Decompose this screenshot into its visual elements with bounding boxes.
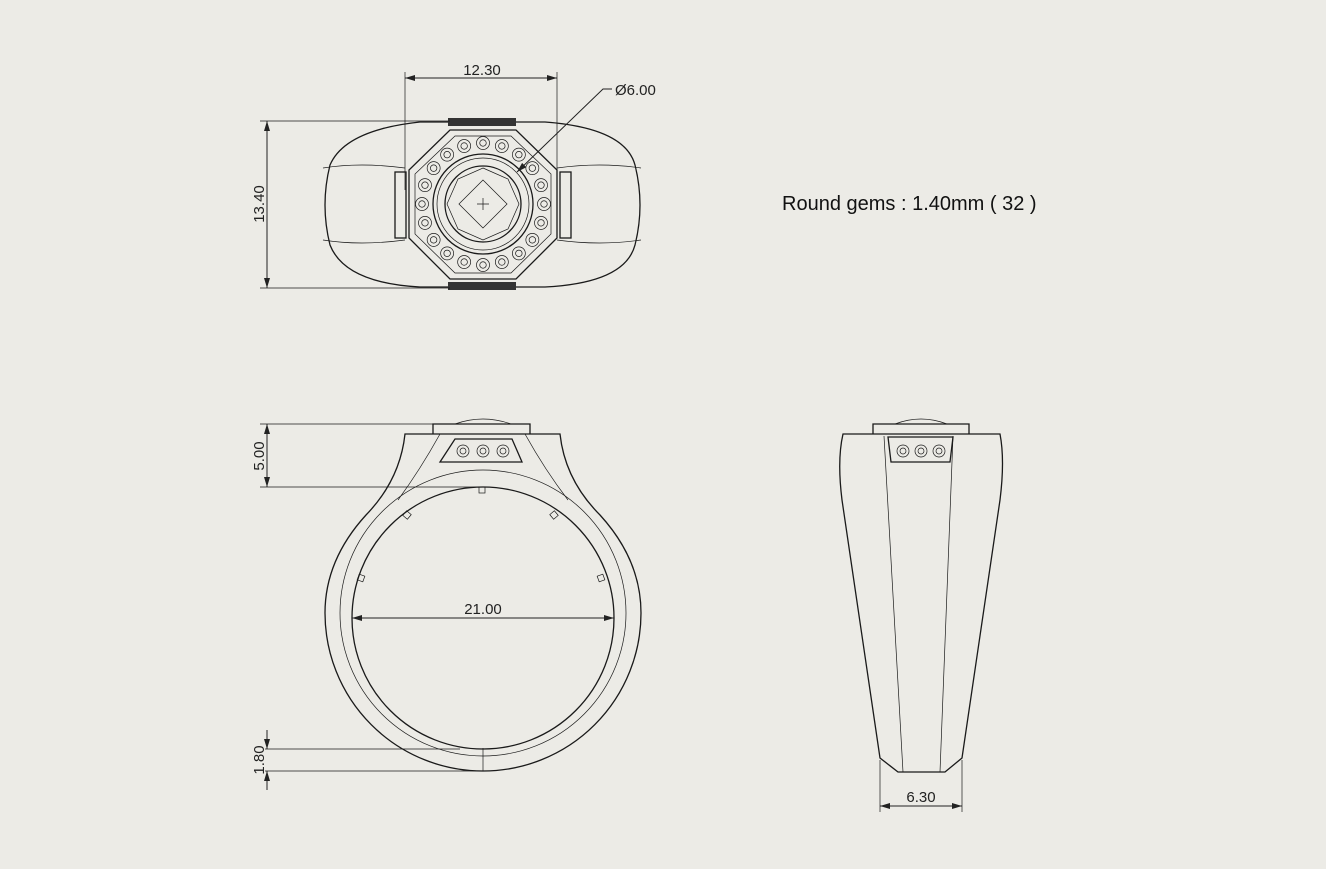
band-thickness-dimension: 1.80 (251, 745, 268, 774)
round-gem (512, 147, 526, 162)
bottom-gem-channel (448, 282, 516, 290)
bezel-circle (432, 153, 534, 255)
center-mark (477, 198, 489, 210)
round-gem (440, 147, 454, 162)
round-gem (496, 444, 510, 458)
stone-platform (872, 423, 970, 434)
round-gem (476, 258, 490, 272)
round-gem (457, 139, 471, 153)
round-gem (896, 444, 910, 458)
round-gem (456, 444, 470, 458)
round-gem (525, 233, 540, 247)
ring-body-outline (324, 121, 641, 288)
round-gem (418, 216, 432, 230)
side-gem-channel-right (559, 171, 572, 239)
octagon-bezel (408, 129, 558, 280)
height-dimension: 13.40 (251, 185, 268, 223)
inner-diameter-dimension: 21.00 (464, 601, 502, 618)
shank-front-outline (839, 433, 1004, 773)
width-dimension: 12.30 (463, 62, 501, 79)
round-gem (415, 197, 429, 211)
round-gem (534, 178, 548, 192)
side-height-dimension: 5.00 (251, 441, 268, 470)
round-gem (914, 444, 928, 458)
round-gem (457, 255, 471, 269)
halo-gems (415, 136, 551, 272)
round-gem (495, 139, 509, 153)
side-gem-channel-left (394, 171, 407, 239)
round-gem (525, 161, 540, 175)
round-gem (932, 444, 946, 458)
round-gem (534, 216, 548, 230)
round-gem (476, 136, 490, 150)
round-gem (418, 178, 432, 192)
top-view: 12.30 13.40 Ø6.00 (251, 62, 656, 290)
side-gems (438, 438, 523, 463)
ring-shank-outline (324, 433, 642, 772)
round-gem (537, 197, 551, 211)
stone-leader-line (516, 88, 612, 173)
stone-platform (432, 423, 531, 434)
band-width-dimension: 6.30 (906, 789, 935, 806)
front-view: 6.30 (839, 418, 1004, 812)
round-gem (440, 246, 454, 261)
gem-note: Round gems : 1.40mm ( 32 ) (782, 193, 1037, 215)
round-gem (426, 161, 441, 175)
stone-diameter-dimension: Ø6.00 (615, 82, 656, 99)
round-gem (426, 233, 441, 247)
center-stone (444, 165, 522, 243)
round-gem (495, 255, 509, 269)
top-gem-channel (448, 118, 516, 126)
side-view: 5.00 21.00 1.80 (251, 418, 642, 790)
round-gem (512, 246, 526, 261)
round-gem (476, 444, 490, 458)
